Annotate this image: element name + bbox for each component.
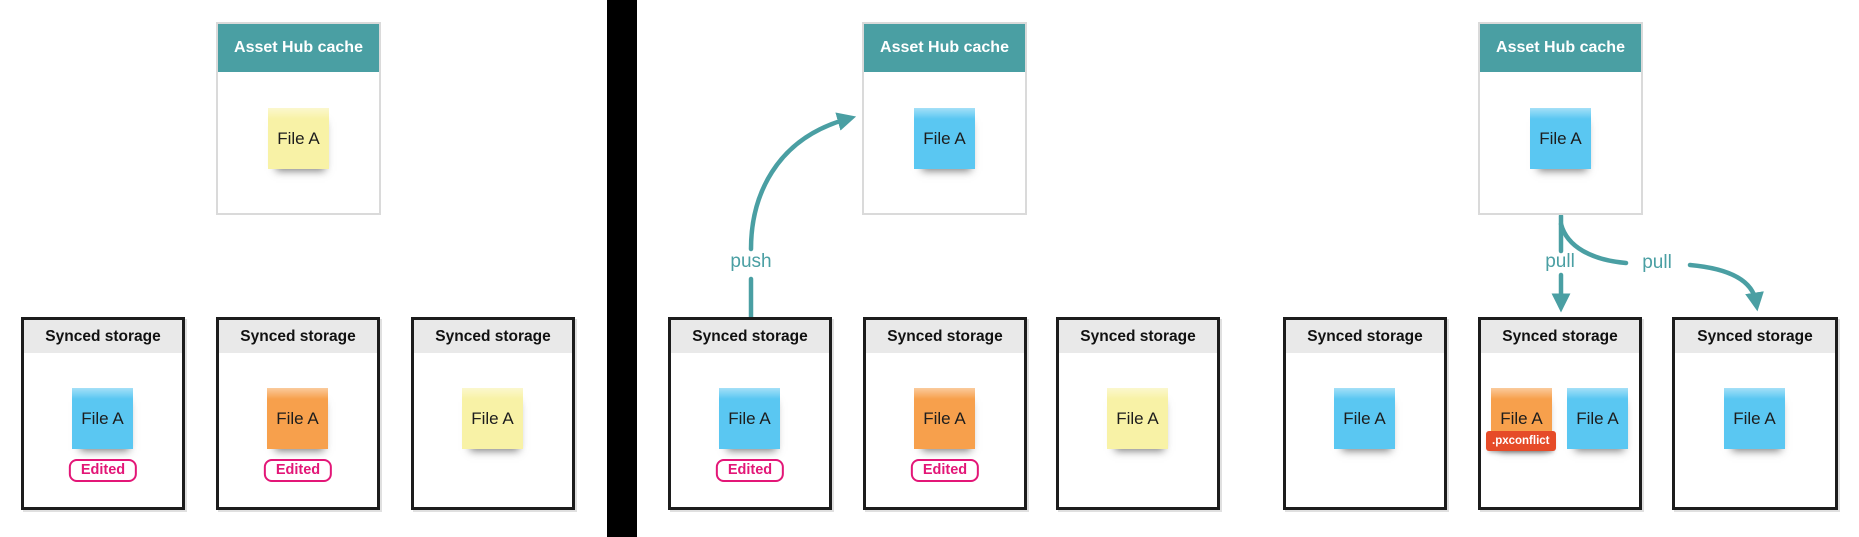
file-sticky: File A xyxy=(462,388,523,449)
synced-storage-box: Synced storage File A Edited xyxy=(216,317,380,510)
storage-title: Synced storage xyxy=(1502,327,1618,345)
storage-header: Synced storage xyxy=(866,320,1024,353)
pull-arrow-2 xyxy=(1687,262,1764,312)
cache-header: Asset Hub cache xyxy=(1480,24,1641,72)
cache-header: Asset Hub cache xyxy=(864,24,1025,72)
synced-storage-box: Synced storage File A xyxy=(1672,317,1838,510)
file-label: File A xyxy=(1500,408,1543,428)
file-sticky: File A xyxy=(267,388,328,449)
file-sticky: File A xyxy=(1530,108,1591,169)
file-label: File A xyxy=(728,408,771,428)
edited-badge: Edited xyxy=(910,459,980,482)
file-sticky: File A xyxy=(719,388,780,449)
storage-header: Synced storage xyxy=(1675,320,1835,353)
file-sticky: File A xyxy=(72,388,133,449)
push-arrow xyxy=(748,112,857,252)
cache-header: Asset Hub cache xyxy=(218,24,379,72)
push-label: push xyxy=(730,251,772,272)
file-sticky: File A xyxy=(1724,388,1785,449)
storage-title: Synced storage xyxy=(435,327,551,345)
file-sticky: File A xyxy=(1567,388,1628,449)
synced-storage-box: Synced storage File A xyxy=(1283,317,1447,510)
edited-badge: Edited xyxy=(68,459,138,482)
edited-badge: Edited xyxy=(263,459,333,482)
file-label: File A xyxy=(1539,128,1582,148)
synced-storage-box: Synced storage File A Edited xyxy=(863,317,1027,510)
storage-title: Synced storage xyxy=(1080,327,1196,345)
storage-title: Synced storage xyxy=(692,327,808,345)
storage-header: Synced storage xyxy=(1481,320,1639,353)
file-label: File A xyxy=(81,408,124,428)
file-label: File A xyxy=(471,408,514,428)
storage-header: Synced storage xyxy=(24,320,182,353)
pull-label-1: pull xyxy=(1545,251,1575,272)
file-sticky: File A xyxy=(1107,388,1168,449)
file-sticky: File A xyxy=(914,388,975,449)
file-label: File A xyxy=(923,128,966,148)
storage-header: Synced storage xyxy=(1059,320,1217,353)
file-sticky: File A xyxy=(914,108,975,169)
pxconflict-tag: .pxconflict xyxy=(1486,431,1556,451)
file-label: File A xyxy=(1733,408,1776,428)
pull-label-2: pull xyxy=(1642,252,1672,273)
file-label: File A xyxy=(923,408,966,428)
storage-header: Synced storage xyxy=(671,320,829,353)
synced-storage-box: Synced storage File A Edited xyxy=(21,317,185,510)
cache-title: Asset Hub cache xyxy=(1496,39,1625,56)
synced-storage-box: Synced storage File A xyxy=(1056,317,1220,510)
synced-storage-box: Synced storage File A Edited xyxy=(668,317,832,510)
storage-title: Synced storage xyxy=(887,327,1003,345)
storage-header: Synced storage xyxy=(414,320,572,353)
file-sticky: File A xyxy=(1334,388,1395,449)
file-sticky: File A xyxy=(268,108,329,169)
synced-storage-box-conflict: Synced storage File A .pxconflict File A xyxy=(1478,317,1642,510)
file-label: File A xyxy=(276,408,319,428)
storage-header: Synced storage xyxy=(219,320,377,353)
storage-header: Synced storage xyxy=(1286,320,1444,353)
file-label: File A xyxy=(1343,408,1386,428)
storage-title: Synced storage xyxy=(240,327,356,345)
file-label: File A xyxy=(1576,408,1619,428)
file-label: File A xyxy=(277,128,320,148)
cache-title: Asset Hub cache xyxy=(234,39,363,56)
storage-title: Synced storage xyxy=(45,327,161,345)
edited-badge: Edited xyxy=(715,459,785,482)
storage-title: Synced storage xyxy=(1697,327,1813,345)
cache-title: Asset Hub cache xyxy=(880,39,1009,56)
storage-title: Synced storage xyxy=(1307,327,1423,345)
synced-storage-box: Synced storage File A xyxy=(411,317,575,510)
asset-hub-cache-box: Asset Hub cache File A xyxy=(862,22,1027,215)
file-label: File A xyxy=(1116,408,1159,428)
panel-divider xyxy=(607,0,637,537)
asset-hub-cache-box: Asset Hub cache File A xyxy=(1478,22,1643,215)
asset-hub-cache-box: Asset Hub cache File A xyxy=(216,22,381,215)
